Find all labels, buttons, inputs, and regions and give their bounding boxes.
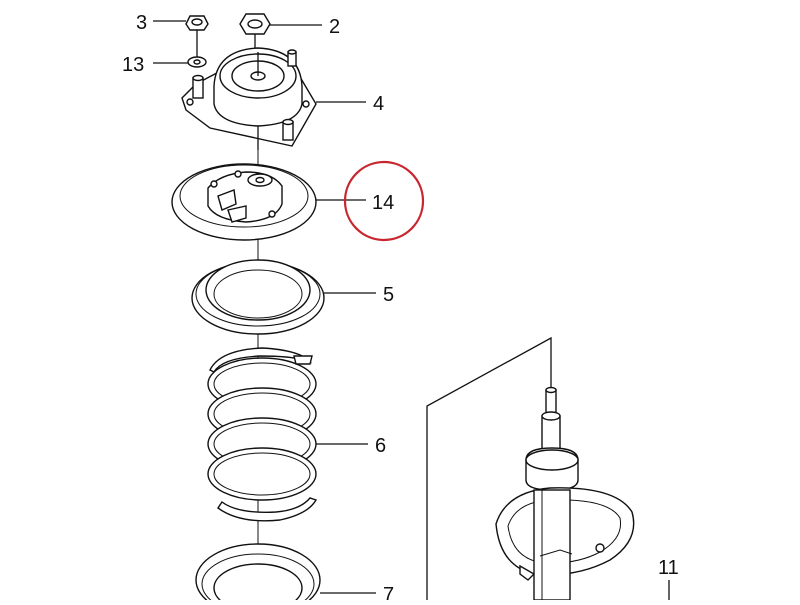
callout-4: 4 [373,93,384,115]
callout-11: 11 [658,557,679,579]
washer-part [187,56,207,68]
small-nut-part [185,15,209,58]
callout-13: 13 [122,54,144,76]
bearing-part [171,163,317,241]
coil-spring-part [207,347,318,522]
callout-7: 7 [383,584,394,600]
lower-seat-part [195,543,321,605]
strut-mount-part [181,47,317,150]
callout-5: 5 [383,284,394,306]
callout-6: 6 [375,435,386,457]
shock-absorber-part [426,336,635,601]
callout-3: 3 [136,12,147,34]
highlight-circle [343,160,425,242]
upper-seat-part [191,259,325,335]
top-nut-part [239,13,271,52]
callout-14: 14 [372,192,394,214]
callout-2: 2 [329,16,340,38]
